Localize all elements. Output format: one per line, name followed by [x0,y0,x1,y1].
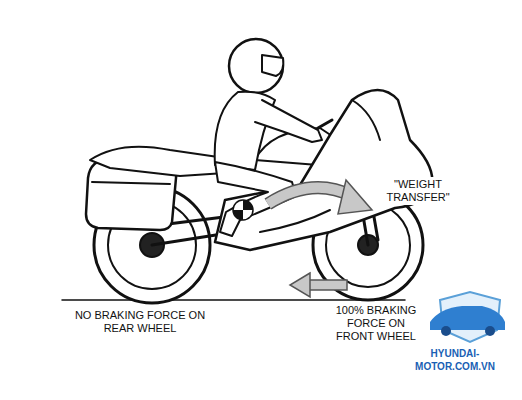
windscreen [352,100,380,140]
annotation-label: 100% BRAKING FORCE ON FRONT WHEEL [326,303,426,344]
arrow-shaft [305,280,347,290]
cg-quarter [243,200,253,210]
cg-quarter [233,210,243,220]
handlebar [318,120,332,128]
annotation-label: "WEIGHT TRANSFER" [378,177,458,205]
visor [262,55,283,76]
arrow-shaft-outline [268,188,352,204]
helmet [229,39,283,93]
logo-wheel [441,326,451,336]
rider-arm [255,100,322,142]
watermark-text: HYUNDAI-MOTOR.COM.VN [393,347,517,373]
logo-car [430,306,505,330]
arrow-head [290,273,310,297]
saddlebag-seam [92,182,170,184]
arrow-head [338,180,372,214]
weight-transfer-arrow [268,180,372,214]
fairing-line [260,210,330,232]
braking-force-arrow [290,273,347,297]
watermark-logo [430,292,505,342]
arrow-shaft [268,188,352,204]
fairing [215,90,432,250]
cg-circle [233,200,253,220]
logo-wheel [485,326,495,336]
motorcycle-sketch [62,39,432,303]
annotation-label: NO BRAKING FORCE ON REAR WHEEL [70,309,210,335]
centre-of-mass [233,200,253,220]
